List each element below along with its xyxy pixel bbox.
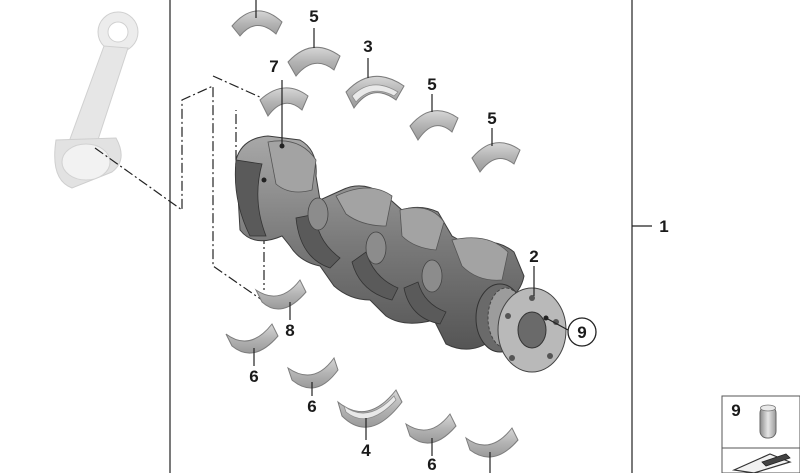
legend-box: 9	[721, 395, 800, 473]
crankshaft	[234, 135, 567, 373]
callout-5-top: 5	[309, 7, 318, 26]
assembly-frame	[169, 0, 652, 473]
callout-1: 1	[659, 217, 668, 236]
callout-6-right: 6	[427, 455, 436, 473]
callout-3: 3	[363, 37, 372, 56]
connecting-rod	[54, 11, 139, 189]
legend-part-number: 9	[731, 401, 740, 420]
dowel-pin-icon	[759, 404, 777, 439]
callout-6-center: 6	[307, 397, 316, 416]
callout-2: 2	[529, 247, 538, 266]
callout-5-middle: 5	[427, 75, 436, 94]
lower-bearing-shells	[225, 279, 519, 458]
callout-7: 7	[269, 57, 278, 76]
callout-5-right: 5	[487, 109, 496, 128]
callout-4: 4	[361, 441, 371, 460]
leader-lines	[253, 0, 569, 473]
upper-bearing-shells	[231, 10, 521, 173]
callout-9-circled: 9	[567, 317, 597, 347]
svg-text:9: 9	[577, 323, 586, 342]
callout-8: 8	[285, 321, 294, 340]
washer-icon	[731, 453, 792, 473]
callout-6-left: 6	[249, 367, 258, 386]
